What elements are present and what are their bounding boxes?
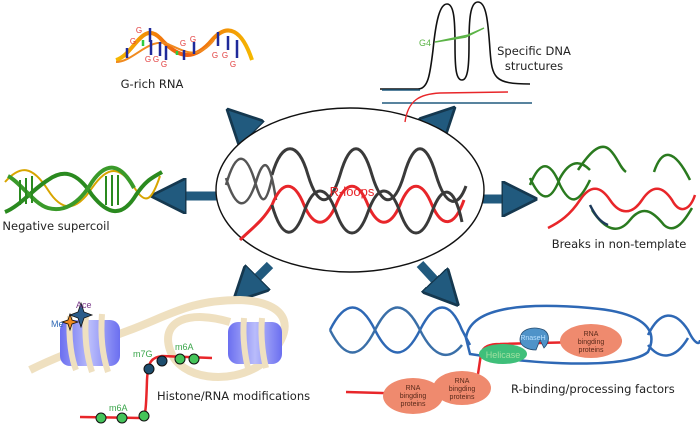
- factors-panel: Helicase RnaseH RNA bingding proteins RN…: [328, 304, 700, 414]
- svg-text:G: G: [136, 26, 142, 35]
- svg-text:G: G: [230, 60, 236, 69]
- g-letters: G G G G G G G G G G: [130, 26, 236, 69]
- svg-text:G: G: [161, 60, 167, 69]
- specific-dna-panel: G4 Specific DNA structures: [380, 1, 571, 123]
- helicase: [479, 344, 527, 364]
- nucleosome-right: [228, 322, 282, 364]
- rnaseh: [519, 327, 549, 351]
- svg-text:G: G: [130, 37, 136, 46]
- breaks-label: Breaks in non-template: [552, 237, 687, 251]
- m6a-label-bottom: m6A: [109, 403, 128, 413]
- breaks-panel: Breaks in non-template: [528, 145, 697, 251]
- svg-text:bingding: bingding: [400, 393, 427, 400]
- m7g-label: m7G: [133, 349, 153, 359]
- rna-ribbon-back: [115, 39, 215, 63]
- dna-bottom-strand: [270, 189, 464, 235]
- g4-quadruplex: [434, 27, 485, 43]
- star-ace: [68, 301, 94, 329]
- g4-hairpin-strand: [380, 1, 531, 90]
- me-label: Me: [51, 319, 64, 329]
- modifications-label: Histone/RNA modifications: [157, 389, 310, 403]
- svg-text:proteins: proteins: [401, 401, 426, 408]
- rna-binding-protein-3: RNA bingding proteins: [383, 378, 443, 414]
- rna-bases: [125, 28, 239, 60]
- svg-text:bingding: bingding: [449, 386, 476, 393]
- g-rich-rna-label: G-rich RNA: [121, 77, 184, 91]
- g4-label: G4: [419, 38, 431, 48]
- svg-text:RNA: RNA: [584, 331, 599, 338]
- r-loop-center: R-loops: [215, 107, 485, 273]
- center-label: R-loops: [330, 184, 375, 199]
- svg-text:RNA: RNA: [406, 385, 421, 392]
- svg-text:G: G: [212, 51, 218, 60]
- specific-dna-label-1: Specific DNA: [497, 44, 571, 58]
- modifications-panel: Ace Me m7G m6A m6A Histone/RNA modificat…: [28, 295, 310, 424]
- svg-text:G: G: [180, 39, 186, 48]
- svg-text:G: G: [145, 55, 151, 64]
- rnaseh-label: RnaseH: [520, 335, 545, 342]
- negative-supercoil-label: Negative supercoil: [2, 219, 109, 233]
- g-rich-rna-panel: G G G G G G G G G G G-rich RNA: [115, 26, 254, 91]
- svg-text:proteins: proteins: [579, 347, 604, 354]
- specific-dna-label-2: structures: [505, 59, 563, 73]
- dna-helix-left: [224, 157, 278, 205]
- star-me: [60, 312, 80, 332]
- m6a-label-top: m6A: [175, 342, 194, 352]
- svg-text:G: G: [153, 55, 159, 64]
- factors-label: R-binding/processing factors: [511, 382, 675, 396]
- negative-supercoil-panel: Negative supercoil: [2, 165, 164, 233]
- r-loop-outline: [464, 304, 653, 365]
- svg-text:proteins: proteins: [450, 394, 475, 401]
- dna-top-strand: [270, 147, 468, 203]
- rna-binding-protein-1: RNA bingding proteins: [560, 324, 622, 358]
- ace-label: Ace: [76, 300, 92, 310]
- arrow-down-left: [248, 261, 274, 287]
- svg-text:G: G: [222, 51, 228, 60]
- svg-text:bingding: bingding: [578, 339, 605, 346]
- helicase-label: Helicase: [486, 350, 521, 360]
- rna-strand: [238, 184, 466, 242]
- arrow-down-right: [416, 260, 444, 290]
- rna-binding-protein-2: RNA bingding proteins: [433, 371, 491, 405]
- rna-strand-red: [404, 91, 509, 123]
- svg-text:RNA: RNA: [455, 378, 470, 385]
- svg-text:G: G: [190, 35, 196, 44]
